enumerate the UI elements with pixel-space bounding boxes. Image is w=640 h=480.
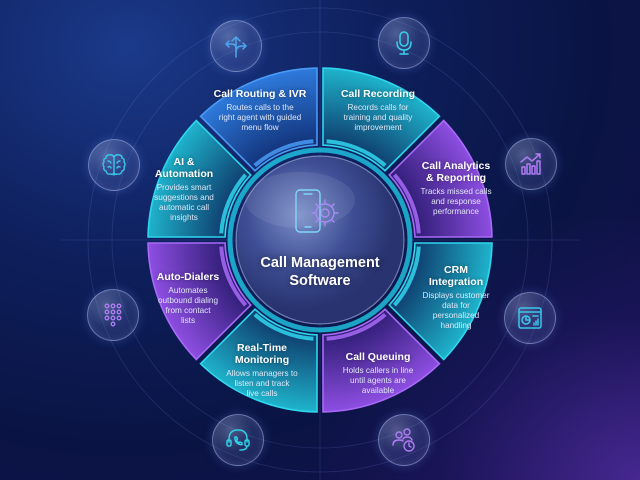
desc-line: Holds callers in line [342,366,414,375]
segment-crm-integration[interactable]: CRM Integration Displays customer data f… [408,264,504,331]
route-split-arrows-icon-bubble [210,20,262,72]
segment-ring [147,67,493,413]
segment-inner-glow [326,139,387,168]
segment-call-analytics[interactable]: Call Analytics & Reporting Tracks missed… [408,160,504,217]
desc-line: Allows managers to [226,369,298,378]
segment-title: Call Analytics & Reporting [408,160,504,184]
segment-title: CRM Integration [408,264,504,288]
dashboard-window-icon [518,307,542,329]
segment-call-routing[interactable]: Call Routing & IVR Routes calls to the r… [208,88,312,133]
desc-line: insights [170,213,198,222]
hub-title-line2: Software [289,273,351,289]
desc-line: training and quality [343,113,413,122]
segment-ai-automation[interactable]: AI & Automation Provides smart suggestio… [136,156,232,223]
desc-line: suggestions and [154,193,214,202]
desc-line: Provides smart [156,183,212,192]
segment-inner-glow [326,312,387,341]
hub-disc [235,155,405,325]
title-line: Monitoring [234,354,290,366]
desc-line: performance [433,207,479,216]
segment-description: Displays customer data for personalized … [408,291,504,331]
headset-phone-icon [226,429,250,451]
segment-title: AI & Automation [136,156,232,180]
dial-pad-icon-bubble [87,289,139,341]
title-line: Automation [154,168,214,180]
desc-line: Records calls for [347,103,409,112]
desc-line: Tracks missed calls [420,187,492,196]
desc-line: menu flow [241,123,279,132]
desc-line: improvement [354,123,402,132]
title-line: & Reporting [425,172,487,184]
segment-inner-glow [392,173,421,234]
brain-icon-bubble [88,139,140,191]
desc-line: available [361,386,395,395]
segment-title: Real-Time Monitoring [212,342,312,366]
desc-line: until agents are [350,376,406,385]
desc-line: handling [440,321,472,330]
title-line: Call Analytics [421,160,491,172]
microphone-icon-bubble [378,17,430,69]
brain-icon [102,154,126,176]
segment-call-recording[interactable]: Call Recording Records calls for trainin… [328,88,428,133]
segment-inner-glow [219,173,248,234]
hub-highlight [245,172,355,228]
desc-line: Automates [168,286,208,295]
segment-real-time-monitoring[interactable]: Real-Time Monitoring Allows managers to … [212,342,312,399]
dial-pad-icon [104,303,122,327]
segment-description: Provides smart suggestions and automatic… [136,183,232,223]
segment-inner-glow [253,312,314,341]
users-clock-icon [392,428,415,452]
desc-line: Displays customer [422,291,490,300]
dashboard-window-icon-bubble [504,292,556,344]
segment-description: Holds callers in line until agents are a… [328,366,428,396]
phone-gear-icon [295,189,339,233]
desc-line: right agent with guided [218,113,302,122]
desc-line: lists [180,316,196,325]
segment-inner-glow [253,139,314,168]
title-line: Integration [428,276,484,288]
headset-phone-icon-bubble [212,414,264,466]
bar-chart-trend-icon [520,153,541,175]
hub-title: Call Management Software [230,254,410,290]
desc-line: outbound dialing [157,296,219,305]
desc-line: data for [442,301,470,310]
segment-title: Call Routing & IVR [213,88,307,100]
hub-ring [227,147,413,333]
segment-description: Automates outbound dialing from contact … [140,286,236,326]
segment-inner-glow [219,246,248,307]
title-line: CRM [444,264,468,276]
desc-line: and response [431,197,481,206]
desc-line: from contact [165,306,211,315]
route-split-arrows-icon [225,36,247,58]
segment-description: Records calls for training and quality i… [328,103,428,133]
segment-title: Call Recording [340,88,416,100]
desc-line: Routes calls to the [226,103,294,112]
segment-title: Call Queuing [345,351,411,363]
users-clock-icon-bubble [378,414,430,466]
segment-auto-dialers[interactable]: Auto-Dialers Automates outbound dialing … [140,271,236,326]
segment-inner-glow [392,246,421,307]
desc-line: automatic call [158,203,210,212]
microphone-icon [396,31,412,55]
segment-call-queuing[interactable]: Call Queuing Holds callers in line until… [328,351,428,396]
desc-line: listen and track [234,379,290,388]
desc-line: live calls [246,389,278,398]
segment-description: Tracks missed calls and response perform… [408,187,504,217]
title-line: AI & [173,156,195,168]
hub-title-line1: Call Management [260,255,380,271]
segment-description: Allows managers to listen and track live… [212,369,312,399]
segment-description: Routes calls to the right agent with gui… [208,103,312,133]
segment-title: Auto-Dialers [156,271,220,283]
desc-line: personalized [432,311,480,320]
bar-chart-trend-icon-bubble [505,138,557,190]
title-line: Real-Time [237,342,287,354]
